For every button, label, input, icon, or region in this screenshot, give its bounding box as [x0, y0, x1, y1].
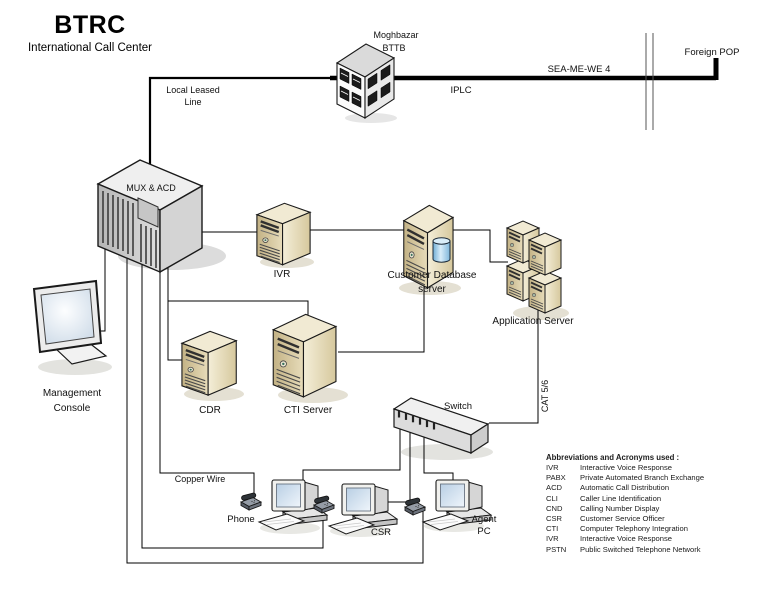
abbreviation-key: PSTN — [546, 544, 567, 554]
abbreviation-key: CND — [546, 503, 563, 513]
mux-acd-label: MUX & ACD — [126, 183, 176, 193]
iplc-label: IPLC — [450, 85, 471, 96]
abbreviation-value: Caller Line Identification — [580, 493, 662, 503]
abbreviation-row: IVR Interactive Voice Response — [546, 463, 726, 473]
link-db-appserver — [452, 229, 508, 263]
abbreviation-value: Customer Service Officer — [580, 514, 665, 524]
building-shadow — [345, 113, 397, 123]
abbreviation-row: CSR Customer Service Officer — [546, 514, 726, 524]
link-switch-agent-pc — [423, 422, 454, 484]
abbreviation-row: CND Calling Number Display — [546, 504, 726, 514]
abbreviation-row: PSTN Public Switched Telephone Network — [546, 545, 726, 555]
bttb-label-2: BTTB — [382, 43, 405, 53]
local-leased-label-2: Line — [184, 97, 201, 107]
console-shadow — [38, 359, 112, 375]
abbreviation-key: CLI — [546, 493, 558, 503]
ivr-label: IVR — [274, 269, 291, 280]
abbreviation-value: Public Switched Telephone Network — [580, 544, 701, 554]
link-mux-cdr — [167, 301, 184, 361]
cti-server-icon — [271, 313, 338, 399]
abbreviation-row: PABX Private Automated Branch Exchange — [546, 473, 726, 483]
cdr-label: CDR — [199, 405, 221, 416]
management-console-label-1: Management — [43, 388, 102, 399]
cdr-server-icon — [180, 330, 238, 397]
database-cylinder-icon — [432, 237, 451, 263]
bttb-label-1: Moghbazar — [373, 30, 418, 40]
customer-db-label-1: Customer Database — [388, 270, 477, 281]
bttb-building-icon — [335, 43, 396, 120]
link-copper-wire-phone2 — [141, 250, 324, 549]
link-db-cti — [338, 284, 425, 353]
abbreviation-row: CTI Computer Telephony Integration — [546, 524, 726, 534]
mux-acd-icon — [96, 159, 204, 274]
phone-icon — [404, 497, 426, 516]
abbreviation-value: Computer Telephony Integration — [580, 524, 688, 534]
switch-label: Switch — [444, 401, 472, 412]
page-title: BTRC — [54, 11, 126, 39]
management-console-label-2: Console — [54, 403, 91, 414]
application-server-icon — [506, 220, 562, 314]
abbreviation-value: Interactive Voice Response — [580, 534, 673, 544]
cti-server-label: CTI Server — [284, 405, 333, 416]
agent-pc-label-1: Agent — [472, 514, 497, 525]
abbreviation-key: CSR — [546, 514, 563, 524]
abbreviation-row: IVR Interactive Voice Response — [546, 534, 726, 544]
application-server-label: Application Server — [492, 316, 574, 327]
switch-icon — [392, 397, 490, 455]
sea-me-we-label: SEA-ME-WE 4 — [548, 64, 611, 75]
abbreviations-box: Abbreviations and Acronyms used : IVR Int… — [546, 452, 726, 555]
abbreviation-value: Automatic Call Distribution — [580, 483, 670, 493]
cat56-label: CAT 5/6 — [540, 380, 550, 412]
abbreviation-row: ACD Automatic Call Distribution — [546, 483, 726, 493]
local-leased-label-1: Local Leased — [166, 85, 220, 95]
abbreviation-value: Private Automated Branch Exchange — [580, 473, 705, 483]
link-copper-wire-phone3 — [126, 250, 424, 564]
link-local-leased-line — [148, 76, 334, 166]
abbreviation-key: IVR — [546, 463, 559, 472]
abbreviations-title: Abbreviations and Acronyms used : — [546, 453, 680, 462]
app-shadow — [513, 306, 569, 320]
phone-label: Phone — [227, 514, 254, 525]
db-shadow — [399, 281, 461, 295]
abbreviation-key: CTI — [546, 524, 559, 534]
csr-label: CSR — [371, 527, 391, 538]
abbreviation-key: PABX — [546, 473, 566, 483]
link-appserver-switch-cat56 — [489, 308, 539, 424]
agent-pc-label-2: PC — [477, 526, 490, 537]
copper-wire-label: Copper Wire — [175, 474, 226, 484]
diagram-labels: Moghbazar BTTB Foreign POP SEA-ME-WE 4 I… — [43, 30, 740, 538]
abbreviation-key: IVR — [546, 534, 559, 544]
foreign-pop-label: Foreign POP — [685, 47, 740, 58]
link-copper-wire-phone1 — [159, 250, 255, 500]
page-subtitle: International Call Center — [27, 41, 152, 54]
header: BTRC International Call Center — [14, 11, 166, 54]
ivr-server-icon — [255, 202, 312, 266]
customer-db-label-2: server — [418, 284, 446, 295]
phone-icon — [313, 495, 335, 514]
abbreviation-row: CLI Caller Line Identification — [546, 494, 726, 504]
abbreviation-key: ACD — [546, 483, 563, 493]
link-switch-pc1 — [302, 415, 401, 484]
link-mux-cti — [167, 238, 309, 315]
phone-icon — [240, 492, 262, 511]
abbreviation-value: Calling Number Display — [580, 503, 660, 513]
abbreviation-value: Interactive Voice Response — [580, 463, 673, 472]
management-console-icon — [32, 279, 108, 365]
